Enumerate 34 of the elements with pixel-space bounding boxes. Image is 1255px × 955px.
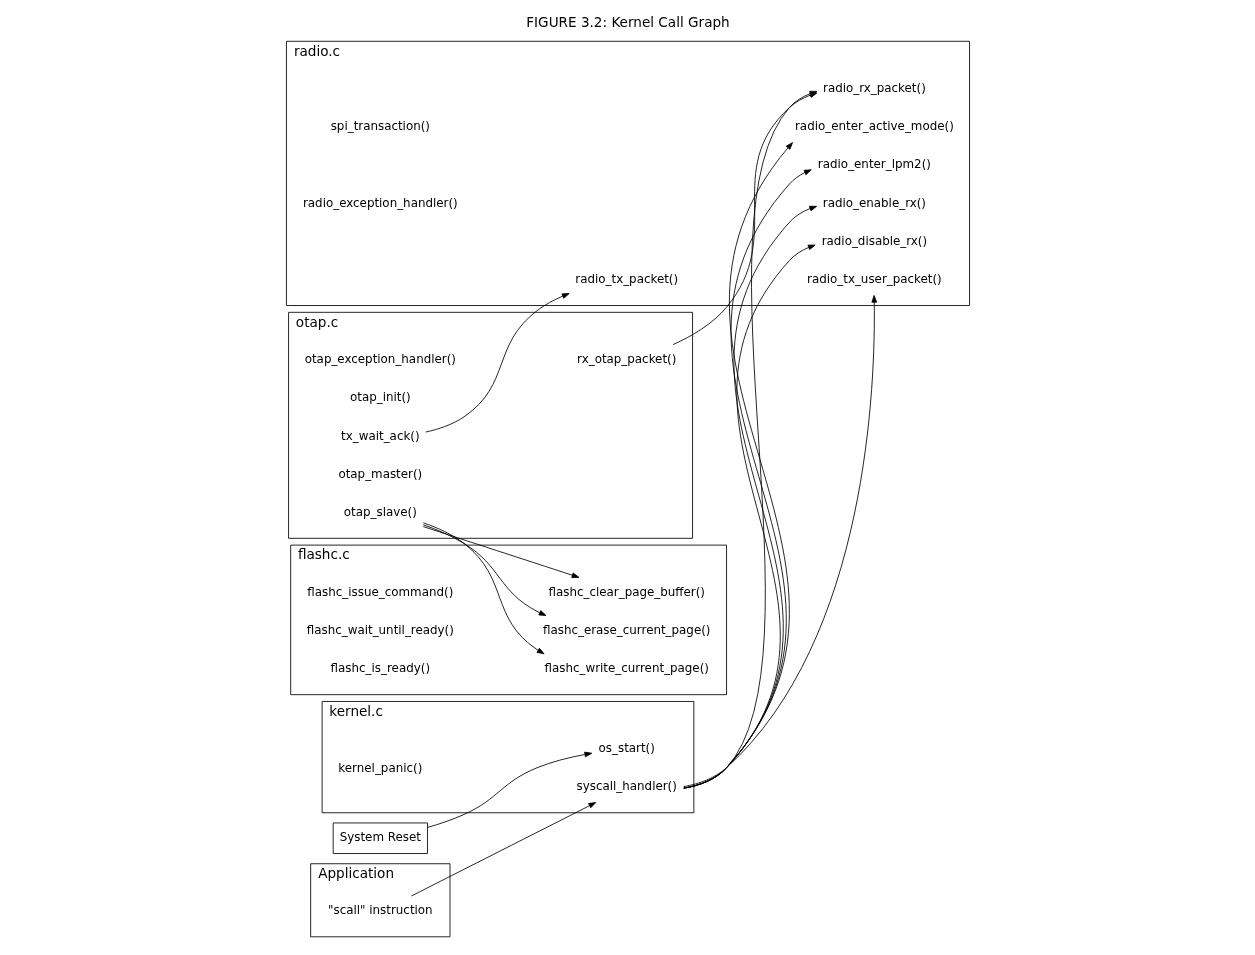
arrow [410,801,596,896]
node-text: radio_enable_rx() [822,195,926,210]
node-text: flashc_wait_until_ready() [306,622,454,637]
node-text: kernel_panic() [337,760,422,775]
node-text: radio_enter_active_mode() [794,118,954,133]
node-text: radio_rx_packet() [822,80,926,95]
node-text: radio_disable_rx() [821,233,927,248]
node-text: spi_transaction() [330,118,430,133]
node-text: radio_tx_user_packet() [806,271,942,286]
node-text: flashc_issue_command() [306,584,453,599]
node-text: radio_tx_packet() [574,271,678,286]
node-text: otap_init() [349,389,411,404]
node-text: "scall" instruction [327,902,433,917]
node-text: otap_master() [337,466,422,481]
node-box: System Reset [332,822,428,854]
node-text: flashc_is_ready() [330,660,430,675]
node-text: os_start() [598,740,655,755]
node-text: flashc_write_current_page() [544,660,709,675]
node-text: tx_wait_ack() [340,428,420,443]
node-text: otap_exception_handler() [304,351,456,366]
node-text: flashc_erase_current_page() [542,622,710,637]
arrow [426,751,592,828]
arrow [424,292,570,432]
node-text: radio_exception_handler() [302,195,458,210]
node-text: flashc_clear_page_buffer() [547,584,705,599]
arrow [682,294,877,787]
diagram-title: FIGURE 3.2: Kernel Call Graph [525,13,730,30]
arrow [422,525,579,578]
node-text: radio_enter_lpm2() [817,156,931,171]
node-text: otap_slave() [343,504,417,519]
node-text: rx_otap_packet() [576,351,676,366]
arrow [422,521,544,654]
node-text: syscall_handler() [576,778,677,793]
arrow [422,523,546,616]
